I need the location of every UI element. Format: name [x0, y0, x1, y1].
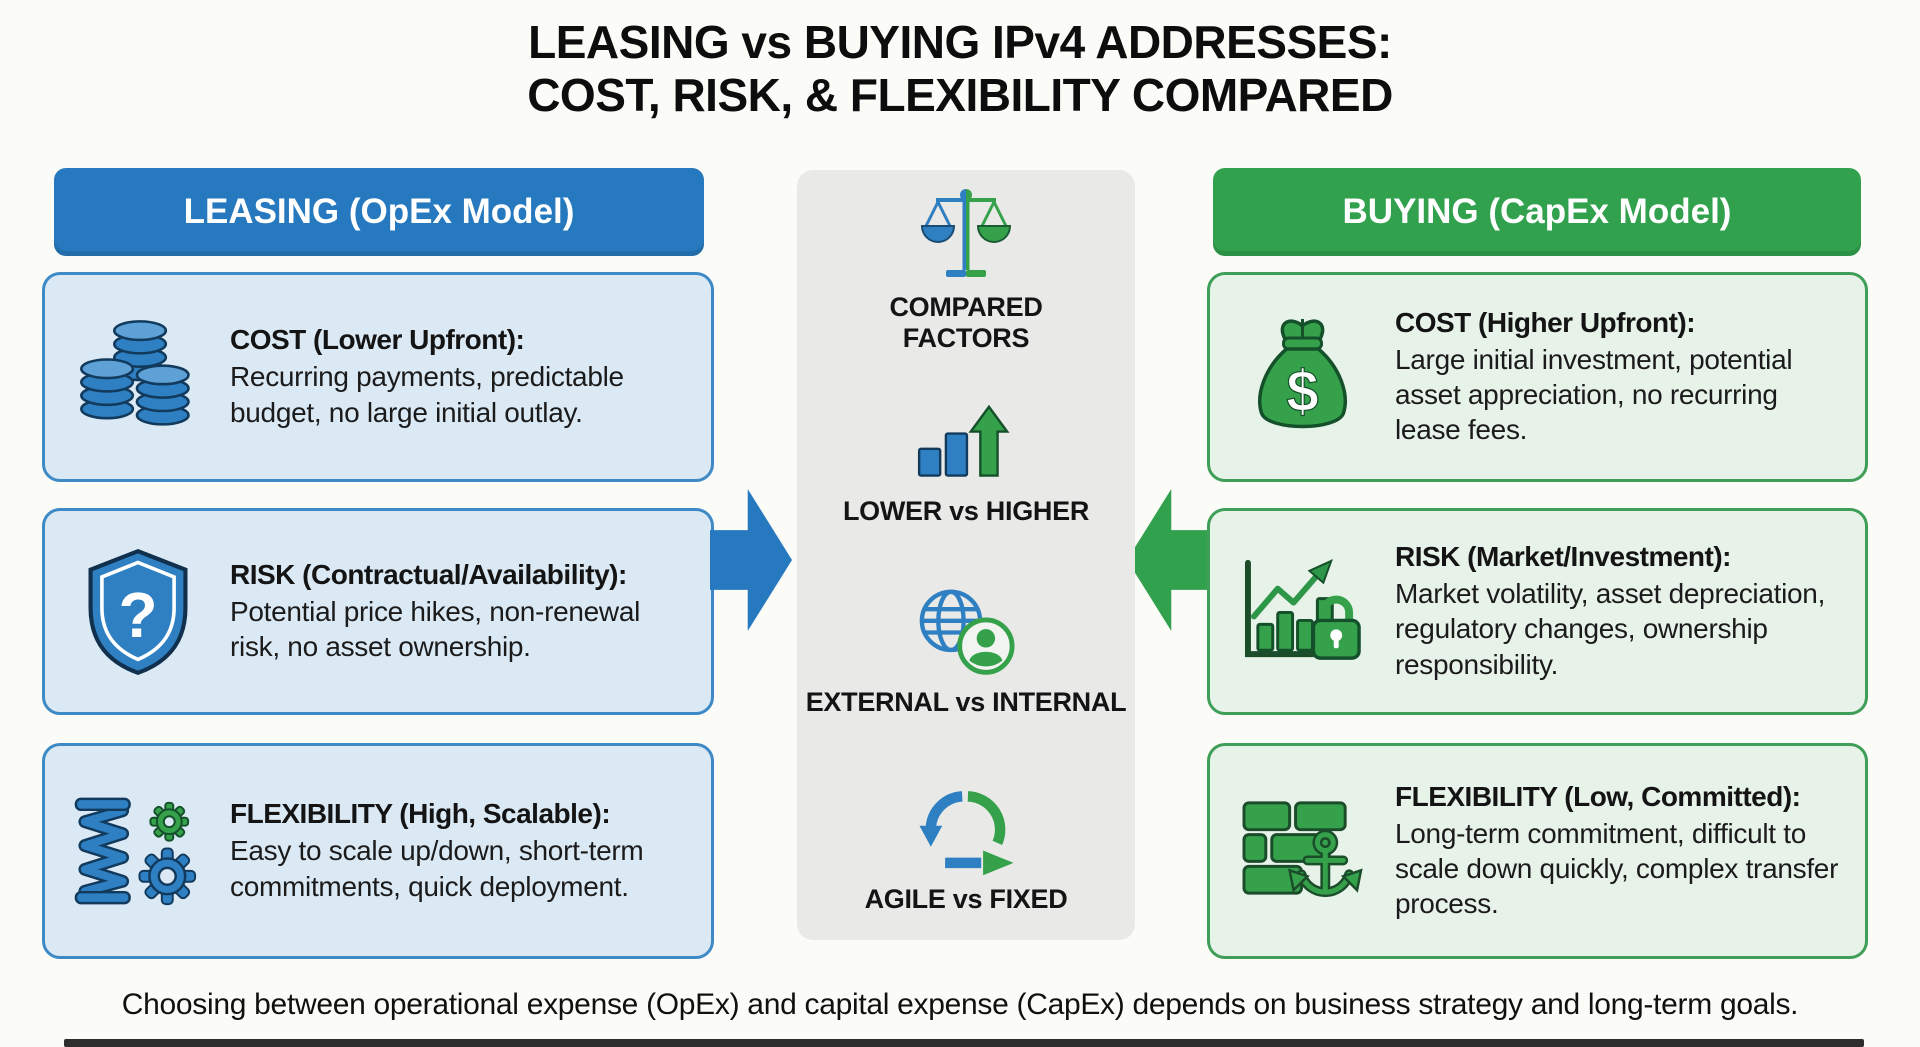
leasing-arrow-right: [710, 489, 792, 631]
card-body: Long-term commitment, difficult to scale…: [1395, 817, 1839, 920]
card-text: FLEXIBILITY (Low, Committed): Long-term …: [1395, 781, 1865, 922]
card-heading: RISK (Contractual/Availability):: [230, 558, 627, 590]
page-title: LEASING vs BUYING IPv4 ADDRESSES: COST, …: [0, 16, 1920, 123]
card-body: Recurring payments, predictable budget, …: [230, 361, 624, 428]
buying-arrow-left: [1127, 489, 1209, 631]
card-body: Easy to scale up/down, short-term commit…: [230, 835, 644, 902]
card-text: FLEXIBILITY (High, Scalable): Easy to sc…: [230, 798, 711, 904]
leasing-header: LEASING (OpEx Model): [54, 168, 704, 256]
leasing-flexibility-card: FLEXIBILITY (High, Scalable): Easy to sc…: [42, 743, 714, 959]
title-line-2: COST, RISK, & FLEXIBILITY COMPARED: [527, 69, 1393, 122]
card-text: COST (Higher Upfront): Large initial inv…: [1395, 307, 1865, 448]
balance-scale-icon: [916, 186, 1016, 286]
center-label-external-vs-internal: EXTERNAL vs INTERNAL: [805, 687, 1127, 718]
card-body: Large initial investment, potential asse…: [1395, 343, 1793, 446]
globe-person-icon: [910, 583, 1022, 681]
buying-risk-card: RISK (Market/Investment): Market volatil…: [1207, 508, 1868, 715]
card-heading: RISK (Market/Investment):: [1395, 541, 1732, 573]
card-heading: COST (Higher Upfront):: [1395, 306, 1696, 338]
footer-note: Choosing between operational expense (Op…: [121, 988, 1799, 1021]
bottom-strip: [64, 1039, 1864, 1047]
compared-factors-panel: COMPARED FACTORS LOWER vs HIGHER: [797, 170, 1135, 940]
svg-text:$: $: [1286, 359, 1318, 424]
spring-gears-icon: [45, 788, 230, 914]
buying-header: BUYING (CapEx Model): [1213, 168, 1861, 256]
center-label-agile-vs-fixed: AGILE vs FIXED: [864, 884, 1068, 915]
coin-stacks-icon: [45, 309, 230, 445]
center-label-lower-vs-higher: LOWER vs HIGHER: [842, 496, 1090, 527]
card-text: RISK (Contractual/Availability): Potenti…: [230, 559, 711, 665]
card-text: RISK (Market/Investment): Market volatil…: [1395, 541, 1865, 682]
shield-question-icon: ?: [45, 546, 230, 678]
leasing-cost-card: COST (Lower Upfront): Recurring payments…: [42, 272, 714, 482]
chart-lock-icon: [1210, 551, 1395, 672]
center-label-compared-factors: COMPARED FACTORS: [889, 292, 1043, 354]
card-body: Market volatility, asset depreciation, r…: [1395, 578, 1826, 680]
money-bag-icon: $: [1210, 312, 1395, 442]
card-heading: FLEXIBILITY (Low, Committed):: [1395, 780, 1801, 812]
card-heading: FLEXIBILITY (High, Scalable):: [230, 798, 611, 830]
card-text: COST (Lower Upfront): Recurring payments…: [230, 324, 711, 430]
card-body: Potential price hikes, non-renewal risk,…: [230, 595, 641, 662]
cycle-arrows-icon: [909, 784, 1023, 878]
svg-text:?: ?: [118, 578, 157, 650]
bar-chart-rising-icon: [913, 400, 1019, 490]
buying-cost-card: $ COST (Higher Upfront): Large initial i…: [1207, 272, 1868, 482]
title-line-1: LEASING vs BUYING IPv4 ADDRESSES:: [528, 16, 1392, 68]
card-heading: COST (Lower Upfront):: [230, 324, 525, 356]
buying-flexibility-card: FLEXIBILITY (Low, Committed): Long-term …: [1207, 743, 1868, 959]
leasing-risk-card: ? RISK (Contractual/Availability): Poten…: [42, 508, 714, 715]
bricks-anchor-icon: [1210, 791, 1395, 912]
